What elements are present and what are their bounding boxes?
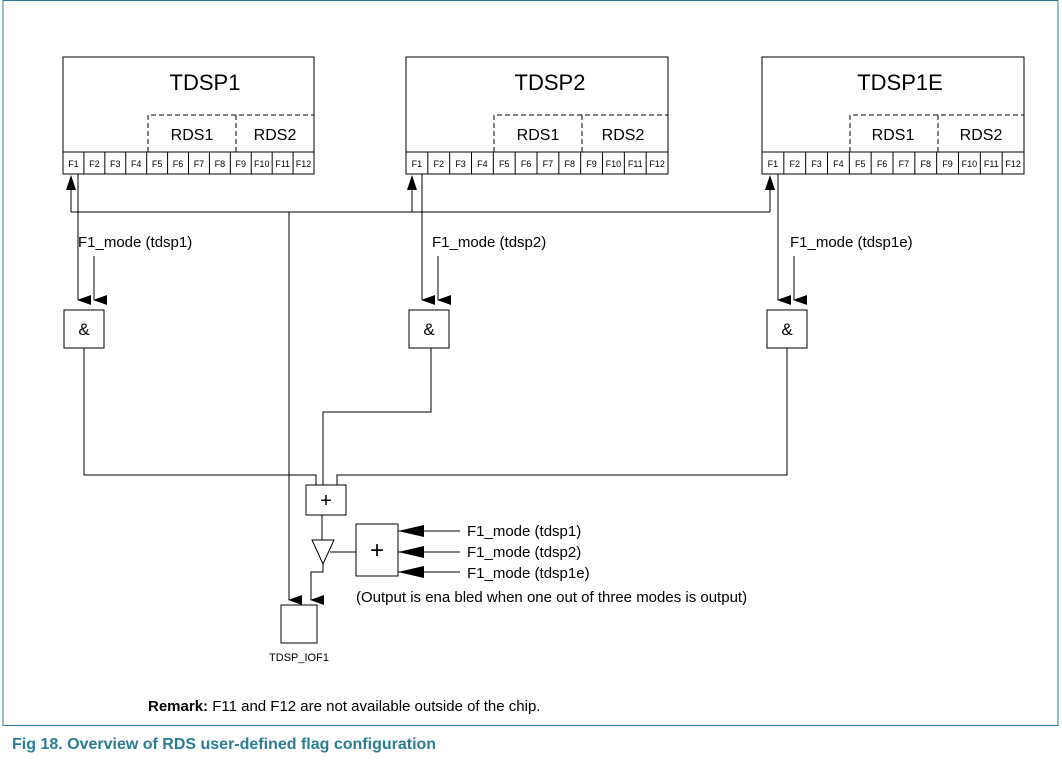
tdsp1-rds1-label: RDS1 [171, 127, 214, 144]
flag-label-f11: F11 [628, 159, 643, 169]
flag-label-f6: F6 [521, 159, 532, 169]
flag-label-f12: F12 [1005, 159, 1021, 169]
tdsp1-rds2-label: RDS2 [254, 127, 297, 144]
tdsp1-block: TDSP1 RDS1 RDS2 F1 F2 F3 F4 F5 F6 F7 F8 F9 F10 F11… [62, 56, 315, 175]
flag-label-f4: F4 [131, 159, 142, 169]
flag-label-f2: F2 [789, 159, 800, 169]
tdsp1-title: TDSP1 [170, 70, 241, 95]
flag-label-f4: F4 [833, 159, 844, 169]
flag-label-f5: F5 [499, 159, 510, 169]
flag-label-f11: F11 [275, 159, 290, 169]
or-gate-main [305, 484, 347, 516]
flag-label-f10: F10 [254, 159, 270, 169]
flag-label-f9: F9 [236, 159, 247, 169]
f1-arrow-up-tdsp1 [66, 175, 76, 190]
or-gate-main-symbol: + [320, 490, 332, 512]
and2-output-wire [322, 348, 432, 485]
flag-label-f11: F11 [984, 159, 999, 169]
tdsp1e-title: TDSP1E [857, 70, 943, 95]
flag-label-f1: F1 [412, 159, 423, 169]
enable-note: (Output is ena bled when one out of thre… [356, 589, 747, 606]
mode-label-tdsp2: F1_mode (tdsp2) [432, 234, 546, 251]
flag-label-f7: F7 [899, 159, 910, 169]
and3-output-wire [336, 348, 788, 485]
tdsp1e-rds1-label: RDS1 [872, 127, 915, 144]
tdsp2-rds-region [493, 114, 668, 152]
flag-label-f5: F5 [855, 159, 866, 169]
flag-label-f3: F3 [110, 159, 121, 169]
f1-arrow-up-tdsp1e [765, 175, 775, 190]
tdsp2-rds1-label: RDS1 [517, 127, 560, 144]
f1-bus [70, 174, 791, 605]
flag-label-f9: F9 [942, 159, 953, 169]
mode-label-tdsp1: F1_mode (tdsp1) [78, 234, 192, 251]
or-gate-enable [355, 523, 399, 577]
figure-caption: Fig 18. Overview of RDS user-defined fla… [12, 736, 437, 753]
enable-input-3-label: F1_mode (tdsp1e) [467, 565, 590, 582]
io-pin-label: TDSP_IOF1 [269, 652, 329, 664]
mode-label-tdsp1e: F1_mode (tdsp1e) [790, 234, 913, 251]
tdsp1e-flag-row: F1 F2 F3 F4 F5 F6 F7 F8 F9 F10 F11 F12 [768, 152, 1021, 174]
flag-label-f10: F10 [962, 159, 978, 169]
flag-label-f12: F12 [649, 159, 665, 169]
remark-text: F11 and F12 are not available outside of… [208, 698, 541, 715]
flag-label-f8: F8 [920, 159, 931, 169]
and-gate-tdsp1e [766, 309, 808, 349]
flag-label-f9: F9 [586, 159, 597, 169]
flag-label-f12: F12 [296, 159, 312, 169]
flag-label-f10: F10 [606, 159, 622, 169]
flag-label-f2: F2 [433, 159, 444, 169]
remark-label: Remark: [148, 698, 209, 715]
tdsp2-title: TDSP2 [515, 70, 586, 95]
and-gate-tdsp2-symbol: & [423, 320, 435, 339]
enable-input-1-label: F1_mode (tdsp1) [467, 523, 581, 540]
flag-label-f7: F7 [194, 159, 205, 169]
flag-label-f8: F8 [215, 159, 226, 169]
tristate-buffer [311, 539, 335, 566]
flag-label-f4: F4 [477, 159, 488, 169]
enable-input-2-label: F1_mode (tdsp2) [467, 544, 581, 561]
flag-label-f7: F7 [543, 159, 554, 169]
tdsp1e-rds2-label: RDS2 [960, 127, 1003, 144]
enable-input-1-arrow [398, 525, 424, 537]
and-outputs [83, 348, 788, 485]
enable-input-2-arrow [398, 546, 424, 558]
tdsp1-rds-region [147, 114, 314, 152]
and1-output-wire [83, 348, 317, 485]
io-pin-box [280, 604, 318, 644]
buffer-to-io-wire [310, 564, 324, 605]
flag-label-f5: F5 [152, 159, 163, 169]
tdsp2-flag-row: F1 F2 F3 F4 F5 F6 F7 F8 F9 F10 F11 F12 [412, 152, 665, 174]
tdsp2-block: TDSP2 RDS1 RDS2 F1 F2 F3 F4 F5 F6 F7 F8 F9 F10 F11… [405, 56, 669, 175]
flag-label-f6: F6 [173, 159, 184, 169]
flag-label-f1: F1 [68, 159, 79, 169]
tdsp1-flag-row: F1 F2 F3 F4 F5 F6 F7 F8 F9 F10 F11 F12 [68, 152, 311, 174]
enable-input-3-arrow [398, 566, 424, 578]
or-gate-enable-symbol: + [370, 537, 384, 564]
flag-label-f2: F2 [89, 159, 100, 169]
tdsp2-rds2-label: RDS2 [602, 127, 645, 144]
flag-label-f6: F6 [877, 159, 888, 169]
and-gate-tdsp1-symbol: & [78, 320, 90, 339]
and-gate-tdsp2 [408, 309, 450, 349]
and-gate-tdsp1 [63, 309, 105, 349]
remark: Remark: F11 and F12 are not available ou… [148, 698, 540, 715]
and-gate-tdsp1e-symbol: & [781, 320, 793, 339]
f1-arrow-up-tdsp2 [407, 175, 417, 190]
flag-label-f3: F3 [455, 159, 466, 169]
flag-label-f8: F8 [564, 159, 575, 169]
tdsp1e-rds-region [849, 114, 1024, 152]
flag-label-f3: F3 [811, 159, 822, 169]
flag-label-f1: F1 [768, 159, 779, 169]
